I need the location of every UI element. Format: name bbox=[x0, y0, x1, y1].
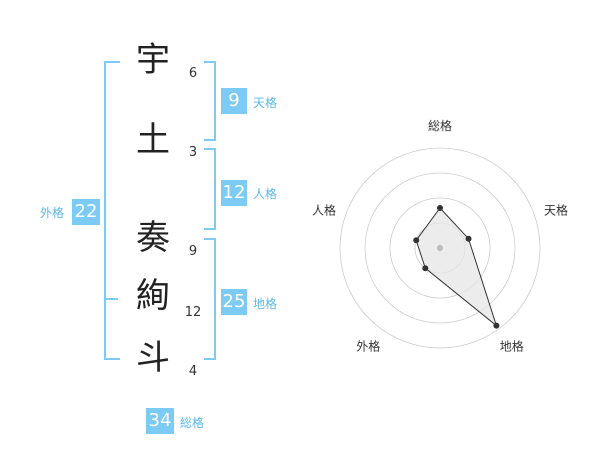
radar-center-dot bbox=[437, 245, 443, 251]
stroke-count-5: 4 bbox=[188, 364, 198, 379]
gaikaku-label: 外格 bbox=[40, 206, 65, 220]
radar-ring bbox=[389, 197, 491, 299]
radar-ring bbox=[339, 147, 541, 349]
radar-point bbox=[413, 237, 420, 244]
radar-point bbox=[422, 265, 429, 272]
soukaku-value-badge: 34 bbox=[146, 408, 174, 434]
jinkaku-value-badge: 12 bbox=[221, 180, 247, 206]
radar-grid bbox=[339, 147, 541, 349]
radar-axis-label-soukaku: 総格 bbox=[428, 118, 452, 133]
gaikaku-value-badge: 22 bbox=[72, 199, 100, 225]
radar-axis-label-gaikaku: 外格 bbox=[356, 339, 380, 354]
name-char-3: 奏 bbox=[136, 218, 170, 258]
radar-axis-label-chikaku: 地格 bbox=[500, 339, 524, 354]
gaikaku-bracket bbox=[104, 61, 120, 360]
radar-ring bbox=[364, 172, 516, 324]
radar-series-shape bbox=[415, 207, 498, 328]
chikaku-label: 地格 bbox=[253, 297, 278, 311]
radar-axis-label-tenkaku: 天格 bbox=[544, 202, 568, 217]
tenkaku-label: 天格 bbox=[253, 96, 278, 110]
gaikaku-bracket-mid-tick bbox=[104, 298, 118, 300]
radar-point bbox=[493, 322, 500, 329]
name-char-1: 宇 bbox=[136, 40, 170, 80]
radar-point bbox=[437, 205, 443, 211]
jinkaku-label: 人格 bbox=[253, 187, 278, 201]
soukaku-label: 総格 bbox=[180, 416, 205, 430]
radar-axis-label-jinkaku: 人格 bbox=[312, 202, 336, 217]
jinkaku-bracket bbox=[204, 148, 216, 230]
name-char-4: 絢 bbox=[136, 276, 170, 316]
radar-point bbox=[465, 235, 472, 242]
name-char-2: 土 bbox=[136, 120, 170, 160]
stroke-count-3: 9 bbox=[188, 244, 198, 259]
stroke-count-2: 3 bbox=[188, 145, 198, 160]
stroke-count-1: 6 bbox=[188, 66, 198, 81]
chikaku-bracket bbox=[204, 238, 216, 360]
tenkaku-value-badge: 9 bbox=[221, 88, 247, 114]
radar-points bbox=[413, 205, 500, 329]
stroke-count-4: 12 bbox=[184, 305, 202, 320]
chikaku-value-badge: 25 bbox=[221, 289, 247, 315]
name-char-5: 斗 bbox=[136, 338, 170, 378]
radar-chart: 総格 天格 地格 外格 人格 bbox=[312, 118, 568, 354]
tenkaku-bracket bbox=[204, 61, 216, 141]
